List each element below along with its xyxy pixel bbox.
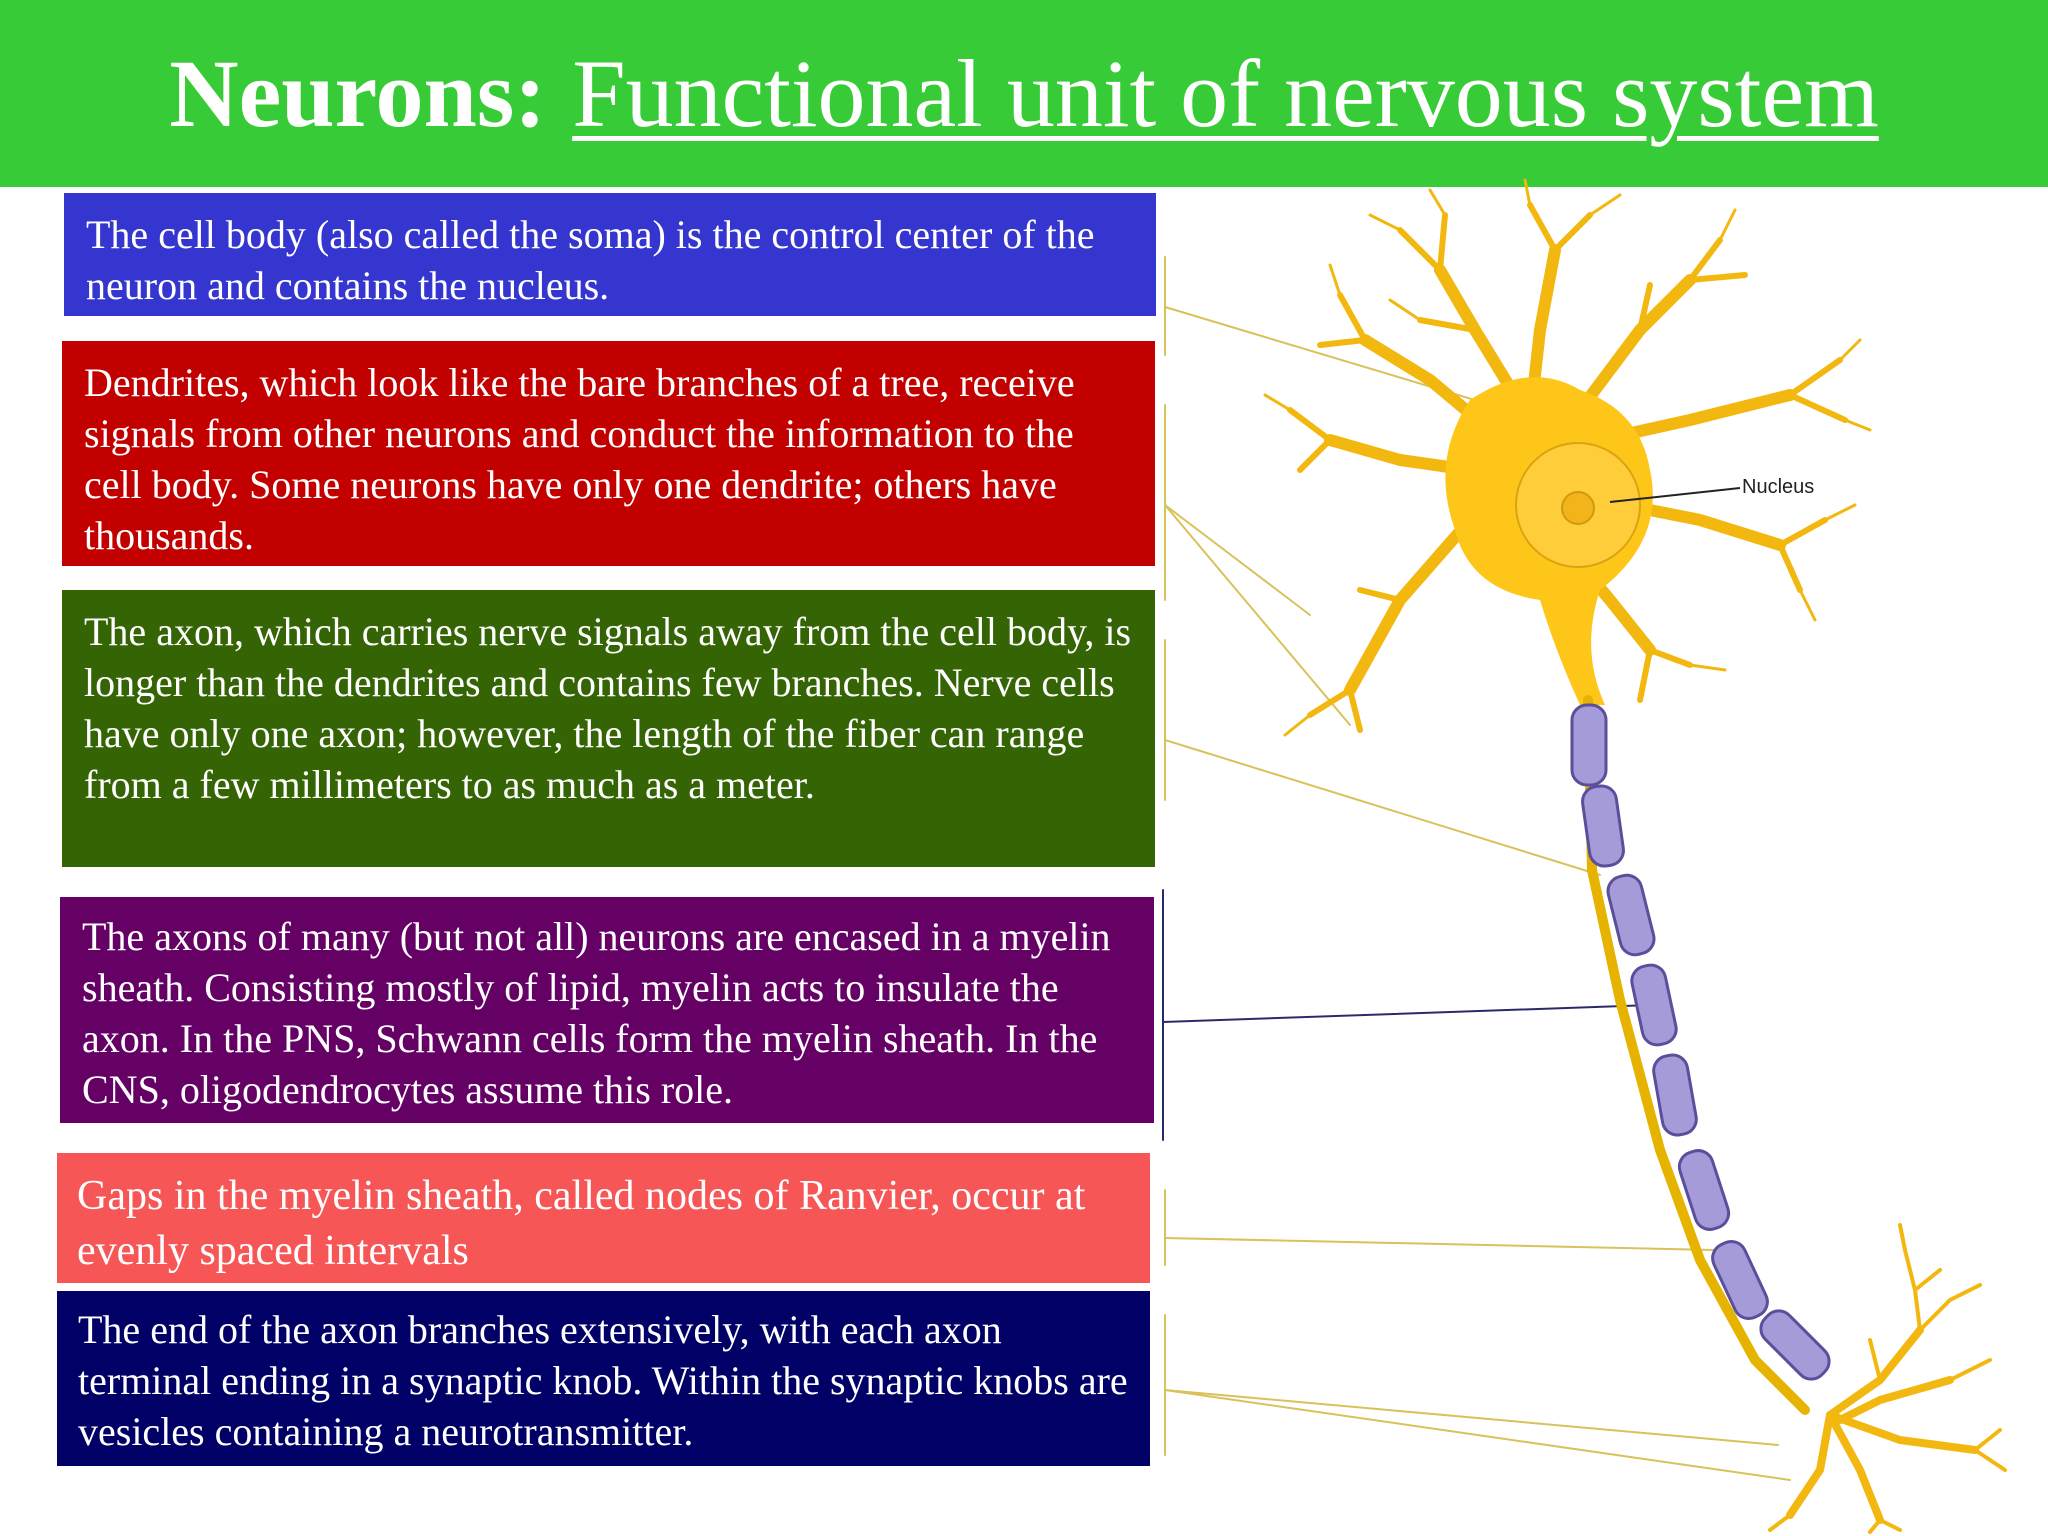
leader-lines	[1162, 256, 1791, 1481]
axon-terminal-description: The end of the axon branches extensively…	[57, 1291, 1150, 1466]
axon-terminal-drawing	[1768, 1223, 2007, 1534]
page-subtitle: Functional unit of nervous system	[572, 39, 1879, 147]
cell-body-drawing	[1445, 377, 1741, 705]
cell-body-description: The cell body (also called the soma) is …	[64, 193, 1156, 316]
axon-drawing	[1570, 695, 1831, 1415]
dendrites-description: Dendrites, which look like the bare bran…	[62, 341, 1155, 566]
nucleus-label: Nucleus	[1742, 476, 1815, 498]
axon-description: The axon, which carries nerve signals aw…	[62, 590, 1155, 867]
nucleolus-drawing	[1561, 491, 1595, 525]
myelin-segments-drawing	[1570, 703, 1831, 1381]
myelin-description: The axons of many (but not all) neurons …	[60, 897, 1154, 1123]
title-bar: Neurons: Functional unit of nervous syst…	[0, 0, 2048, 187]
nodes-of-ranvier-description: Gaps in the myelin sheath, called nodes …	[57, 1153, 1150, 1283]
page-title: Neurons:	[169, 39, 547, 147]
